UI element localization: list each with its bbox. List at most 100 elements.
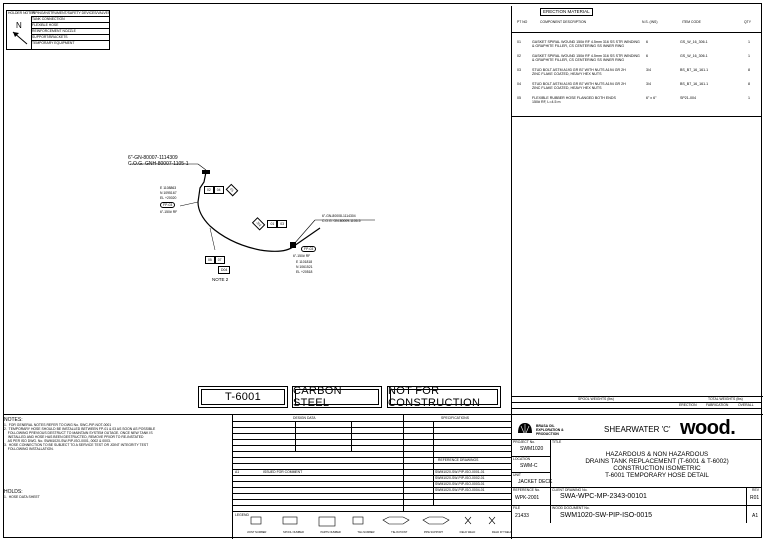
status-stamp: NOT FOR CONSTRUCTION bbox=[387, 385, 501, 409]
ref-no: WPK-2001 bbox=[515, 495, 540, 501]
material-stamp: CARBON STEEL bbox=[292, 385, 382, 409]
right-coord-n: N 1061521 bbox=[296, 265, 313, 269]
north-box: N bbox=[7, 16, 32, 50]
notes: NOTES: 1. FOR GENERAL NOTES REFER TO DWG… bbox=[4, 414, 232, 539]
tank-stamp-text: T-6001 bbox=[224, 391, 262, 403]
upper-line-number: 6"-GN-80007-1114309 bbox=[128, 155, 178, 161]
unit: JACKET DECK bbox=[518, 479, 553, 485]
wood-dwg: SWM1020-SW-PIP-ISO-0015 bbox=[560, 512, 653, 519]
bubbles-mid: J02 01 03 bbox=[251, 217, 288, 231]
bom-header-nb: N.S. (INS) bbox=[642, 20, 658, 24]
legend-item: PARTS NUMBER bbox=[320, 531, 341, 534]
bom-cell-desc2: & GRAPHITE FILLER, CS CENTERING SS INNER… bbox=[532, 44, 625, 48]
title-line: T-6001 TEMPORARY HOSE DETAIL bbox=[605, 472, 709, 479]
spool-title: SPOOL WEIGHTS (lbs) bbox=[578, 397, 614, 401]
key-plan-row: PIPING/INSTRUMENT/SAFETY DEVICES/VALVES bbox=[32, 11, 111, 17]
legend-item: JOINT NUMBER bbox=[247, 531, 267, 534]
bom-cell-item: BS_B7_16_161.1 bbox=[680, 82, 709, 86]
legend-item: FIELD FIT WELD bbox=[491, 531, 512, 534]
total-col-overall: OVERALL bbox=[738, 403, 754, 407]
bom-cell-desc: GASKET SPIRAL WOUND 150# RF 4.5mm 316 SS… bbox=[532, 54, 640, 58]
bom-cell-item: BS_B7_16_161.1 bbox=[680, 68, 709, 72]
legend-item: SPOOL NUMBER bbox=[283, 531, 304, 534]
bom-cell-qty: 1 bbox=[748, 96, 750, 100]
project-no-label: PROJECT No. bbox=[513, 440, 535, 444]
bom-cell-desc: GASKET SPIRAL WOUND 150# RF 4.5mm 316 SS… bbox=[532, 40, 640, 44]
left-coord-el: EL +20020 bbox=[160, 196, 177, 200]
note-line: 2. TEMPORARY HOSE SHOULD BE INSTALLED BE… bbox=[4, 427, 156, 431]
bubbles-upper: 02 04 01 bbox=[204, 183, 238, 197]
part-bubble: 05 bbox=[205, 256, 215, 264]
bom-title: ERECTION MATERIAL bbox=[540, 8, 593, 16]
key-plan-row: SUPPORT/BRACKETS bbox=[32, 35, 110, 41]
client-dwg-label: CLIENT DRAWING No. bbox=[552, 488, 588, 492]
tank-stamp: T-6001 bbox=[198, 386, 288, 408]
bom-cell-desc2: & GRAPHITE FILLER, CS CENTERING SS INNER… bbox=[532, 58, 625, 62]
bom-cell-item: GS_W_16_306.1 bbox=[680, 54, 708, 58]
right-line-number: 6"-GN-80008-1114304 bbox=[322, 214, 356, 218]
note-line: 3. HOSE CONNECTION TO BE SUBJECT TO A SE… bbox=[4, 443, 149, 447]
bom-header-desc: COMPONENT DESCRIPTION bbox=[540, 20, 587, 24]
bom-cell-pt: 03 bbox=[517, 68, 521, 72]
bom-cell-qty: 1 bbox=[748, 40, 750, 44]
note-line: INSTALLED AND HOSE HAS BEEN DESTRUCTED, … bbox=[4, 435, 144, 439]
bom-panel: ERECTION MATERIAL PT NO COMPONENT DESCRI… bbox=[511, 6, 763, 396]
key-plan-rows: PIPING/INSTRUMENT/SAFETY DEVICES/VALVES … bbox=[32, 11, 110, 46]
bom-cell-qty: 8 bbox=[748, 82, 750, 86]
client-rev-label: REV bbox=[752, 488, 759, 492]
bom-cell-pt: 01 bbox=[517, 40, 521, 44]
drawing-sheet bbox=[3, 3, 762, 538]
right-fp-tag: FP-03 bbox=[301, 246, 317, 252]
note-line: FOLLOWING INSTALLATION. bbox=[4, 447, 54, 451]
key-plan-header: HOLDER NOTES bbox=[8, 11, 35, 15]
notes-heading: NOTES: bbox=[4, 417, 23, 423]
low-tag: D04 bbox=[218, 266, 231, 274]
ref-row: SWM1020-SW-PIP-ISO-0004-01 bbox=[435, 488, 485, 492]
bom-cell-desc: STUD BOLT ASTM A193 GR B7 WITH NUTS A194… bbox=[532, 82, 626, 86]
part-bubble: 03 bbox=[277, 220, 288, 228]
ref-row: SWM1020-SW-PIP-ISO-0001-01 bbox=[435, 470, 485, 474]
spool-weights: SPOOL WEIGHTS (lbs) TOTAL WEIGHTS (lbs) … bbox=[511, 396, 763, 415]
left-coord-n: N 1095167 bbox=[160, 191, 177, 195]
client-name: BRASA OIL EXPLORATION & PRODUCTION bbox=[536, 424, 564, 436]
bom-header-pt: PT NO bbox=[517, 20, 528, 24]
bubbles-low: 05 07 bbox=[205, 256, 225, 264]
shell-logo-icon bbox=[518, 423, 532, 434]
bom-cell-desc: STUD BOLT ASTM A193 GR B7 WITH NUTS A194… bbox=[532, 68, 626, 72]
part-bubble: 07 bbox=[214, 256, 225, 264]
file-no: 21433 bbox=[515, 513, 529, 519]
legend-items: JOINT NUMBER SPOOL NUMBER PARTS NUMBER T… bbox=[247, 531, 512, 534]
design-data: DESIGN DATA SPECIFICATIONS REFERENCE DRA… bbox=[232, 414, 512, 539]
specs-title: SPECIFICATIONS bbox=[441, 416, 470, 420]
client-logo bbox=[516, 421, 534, 435]
bom-cell-nb: 6 bbox=[646, 40, 648, 44]
left-flange-spec: 6"-150# RF bbox=[160, 210, 178, 214]
project-name: SHEARWATER 'C' bbox=[604, 425, 671, 434]
legend-label: LEGEND bbox=[235, 513, 249, 517]
bom-cell-desc2: ZINC FLAKE COATED, HEAVY HEX NUTS bbox=[532, 72, 602, 76]
title-line: DRAINS TANK REPLACEMENT (T-6001 & T-6002… bbox=[585, 458, 729, 465]
right-line-cog: C.O.G. GN-80009-1105-5 bbox=[322, 219, 361, 223]
key-plan: HOLDER NOTES N PIPING/INSTRUMENT/SAFETY … bbox=[6, 10, 110, 50]
client-rev: R01 bbox=[750, 495, 760, 501]
design-data-title: DESIGN DATA bbox=[293, 416, 316, 420]
bom-cell-pt: 05 bbox=[517, 96, 521, 100]
bom-cell-desc2: ZINC FLAKE COATED, HEAVY HEX NUTS bbox=[532, 86, 602, 90]
ref-label: REFERENCE No. bbox=[513, 488, 541, 492]
drawing-title: HAZARDOUS & NON HAZARDOUS DRAINS TANK RE… bbox=[554, 451, 760, 479]
key-plan-row: TEMPORARY EQUIPMENT bbox=[32, 41, 75, 45]
note-ref: NOTE 2 bbox=[212, 277, 229, 282]
part-bubble: 04 bbox=[213, 186, 224, 194]
wood-dwg-label: WOOD DOCUMENT No. bbox=[552, 506, 590, 510]
location: SWM-C bbox=[520, 463, 538, 469]
right-flange-spec: 6"-150# RF bbox=[293, 254, 311, 258]
total-title: TOTAL WEIGHTS (lbs) bbox=[708, 397, 743, 401]
bom-cell-qty: 8 bbox=[748, 68, 750, 72]
total-col-fabrication: FABRICATION bbox=[706, 403, 729, 407]
legend-item: PIPE SUPPORT bbox=[423, 531, 444, 534]
unit-label: UNIT bbox=[513, 473, 521, 477]
company-logo: wood. bbox=[680, 417, 736, 439]
left-fp-tag: FP-03 bbox=[160, 202, 176, 208]
legend-item: TAG NUMBER bbox=[357, 531, 375, 534]
status-stamp-text: NOT FOR CONSTRUCTION bbox=[388, 385, 481, 409]
